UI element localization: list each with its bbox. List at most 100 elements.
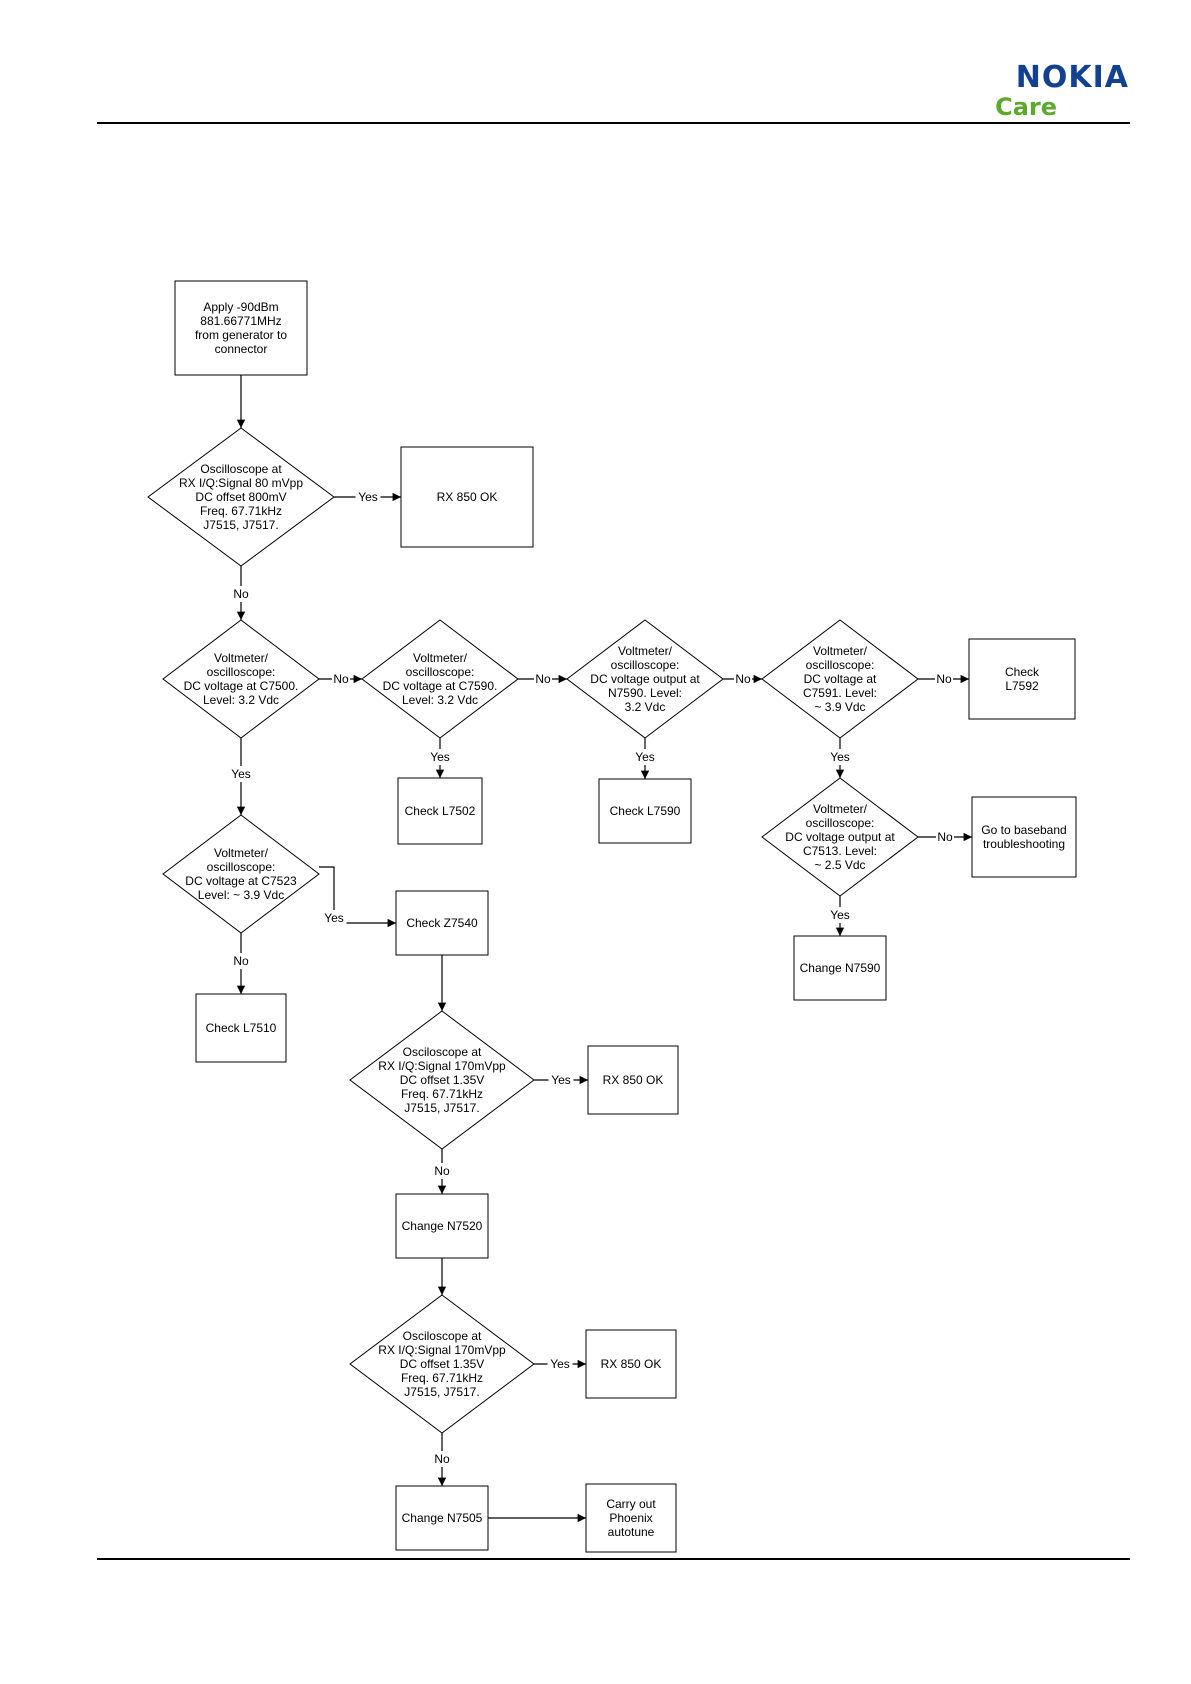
edge-label-background: [547, 1356, 573, 1372]
edge-vn7590-to-v7591: No: [723, 671, 762, 687]
edge-v7590-to-vn7590: No: [518, 671, 567, 687]
decision-diamond: [361, 619, 519, 739]
edge-label-background: [433, 1451, 451, 1467]
node-text-line: Level: ~ 3.9 Vdc: [198, 888, 284, 902]
process-node-l7590: Check L7590: [598, 778, 692, 844]
edge-v7591-to-v7513: Yes: [827, 738, 853, 778]
edge-label: No: [233, 954, 249, 968]
edge-label-background: [827, 907, 853, 923]
process-box: [971, 796, 1077, 878]
edge-vn7590-to-l7590: Yes: [632, 738, 658, 779]
node-text-line: autotune: [608, 1525, 655, 1539]
node-text-line: from generator to: [195, 328, 287, 342]
node-text-line: J7515, J7517.: [404, 1385, 479, 1399]
edge-label: Yes: [550, 1357, 570, 1371]
decision-node-v7591: Voltmeter/oscilloscope:DC voltage atC759…: [761, 619, 919, 739]
node-text-line: ~ 2.5 Vdc: [814, 858, 865, 872]
decision-node-v7590: Voltmeter/oscilloscope:DC voltage at C75…: [361, 619, 519, 739]
edge-label-background: [632, 749, 658, 765]
decision-diamond: [349, 1294, 535, 1434]
node-text-line: Osciloscope at: [403, 1329, 482, 1343]
edge-label: Yes: [551, 1073, 571, 1087]
edge-label-background: [427, 749, 453, 765]
nokia-care-logo: NOKIA Care: [989, 62, 1129, 121]
node-text-line: DC voltage at: [804, 672, 877, 686]
node-text-line: oscilloscope:: [207, 860, 276, 874]
header-rule: [97, 122, 1130, 124]
edge-osc2-to-n7520: No: [433, 1149, 451, 1194]
node-text-line: Phoenix: [609, 1511, 652, 1525]
node-text-line: DC offset 1.35V: [400, 1073, 485, 1087]
decision-diamond: [566, 619, 724, 739]
node-text-line: Freq. 67.71kHz: [401, 1087, 483, 1101]
edge-label: Yes: [231, 767, 251, 781]
node-text-line: troubleshooting: [983, 837, 1065, 851]
decision-diamond: [162, 619, 320, 739]
node-text-line: Voltmeter/: [214, 846, 269, 860]
edge-label-background: [936, 829, 954, 845]
node-text-line: Change N7505: [402, 1511, 483, 1525]
edge-label: No: [735, 672, 751, 686]
edge-v7590-to-l7502: Yes: [427, 738, 453, 778]
node-text-line: Check Z7540: [406, 916, 478, 930]
edge-v7500-to-v7523: Yes: [228, 738, 254, 815]
edge-label: No: [233, 587, 249, 601]
process-box: [397, 777, 483, 845]
node-text-line: oscilloscope:: [806, 816, 875, 830]
process-node-n7520: Change N7520: [395, 1193, 489, 1259]
edge-label: Yes: [430, 750, 450, 764]
edge-label: No: [937, 830, 953, 844]
node-text-line: Osciloscope at: [403, 1045, 482, 1059]
node-text-line: Voltmeter/: [413, 651, 468, 665]
node-text-line: DC voltage output at: [785, 830, 895, 844]
process-box: [400, 446, 534, 548]
edge-osc3-to-n7505: No: [433, 1433, 451, 1486]
node-text-line: Level: 3.2 Vdc: [402, 693, 478, 707]
footer-rule: [97, 1558, 1130, 1560]
edge-label-background: [534, 671, 552, 687]
node-text-line: L7592: [1005, 679, 1039, 693]
node-text-line: Freq. 67.71kHz: [401, 1371, 483, 1385]
edge-label: Yes: [830, 750, 850, 764]
process-box: [587, 1045, 679, 1115]
edge-label-background: [321, 910, 347, 926]
decision-node-v7523: Voltmeter/oscilloscope:DC voltage at C75…: [162, 814, 320, 934]
node-text-line: DC offset 800mV: [195, 490, 286, 504]
logo-sub-brand: Care: [995, 93, 1057, 121]
node-text-line: Freq. 67.71kHz: [200, 504, 282, 518]
edge-label-background: [433, 1163, 451, 1179]
node-text-line: Voltmeter/: [813, 802, 868, 816]
edge-v7500-to-v7590: No: [319, 671, 362, 687]
node-text-line: Change N7590: [800, 961, 881, 975]
edge-line: [319, 866, 396, 928]
node-text-line: oscilloscope:: [406, 665, 475, 679]
process-box: [585, 1329, 677, 1399]
node-text-line: Level: 3.2 Vdc: [203, 693, 279, 707]
edge-label: No: [936, 672, 952, 686]
node-text-line: ~ 3.9 Vdc: [814, 700, 865, 714]
node-text-line: oscilloscope:: [611, 658, 680, 672]
edge-osc1-to-rxok1: Yes: [334, 489, 401, 505]
process-box: [968, 638, 1076, 720]
decision-node-v7500: Voltmeter/oscilloscope:DC voltage at C75…: [162, 619, 320, 739]
decision-diamond: [761, 777, 919, 897]
node-text-line: J7515, J7517.: [404, 1101, 479, 1115]
node-text-line: RX 850 OK: [603, 1073, 664, 1087]
node-text-line: connector: [215, 342, 268, 356]
decision-diamond: [162, 814, 320, 934]
edge-v7513-to-n7590: Yes: [827, 896, 853, 936]
node-text-line: Check L7510: [206, 1021, 277, 1035]
process-node-l7502: Check L7502: [397, 777, 483, 845]
node-text-line: C7591. Level:: [803, 686, 877, 700]
process-node-l7510: Check L7510: [195, 993, 287, 1063]
edge-osc1-to-v7500: No: [232, 566, 250, 620]
edge-label-background: [228, 766, 254, 782]
decision-node-vn7590: Voltmeter/oscilloscope:DC voltage output…: [566, 619, 724, 739]
node-text-line: RX I/Q:Signal 80 mVpp: [179, 476, 303, 490]
node-text-line: RX 850 OK: [437, 490, 498, 504]
node-text-line: 3.2 Vdc: [625, 700, 666, 714]
